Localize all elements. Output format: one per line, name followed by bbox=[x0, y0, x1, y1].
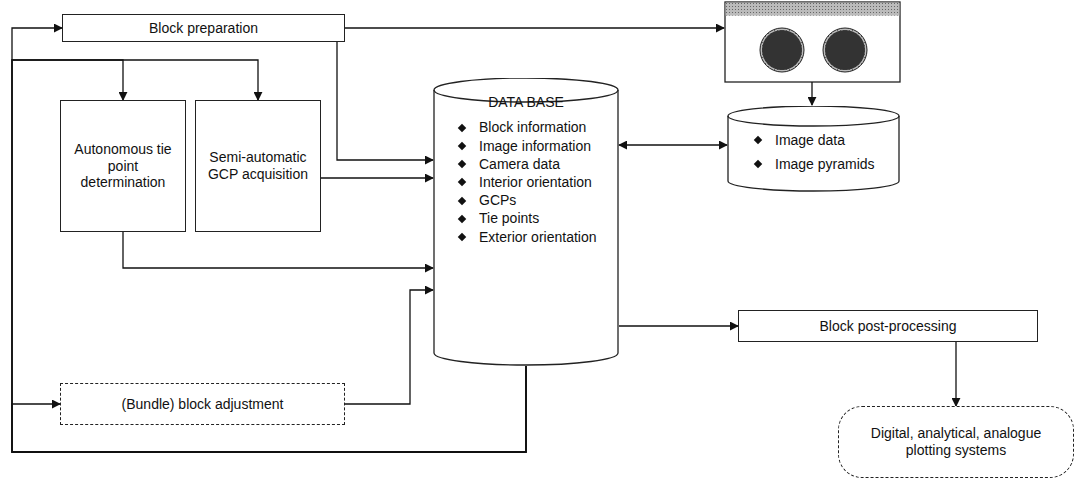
box-label: Block post-processing bbox=[820, 318, 957, 335]
box-label: Autonomous tie point determination bbox=[69, 141, 177, 191]
flow-connector bbox=[619, 325, 738, 326]
bullet-diamond bbox=[458, 178, 466, 186]
flow-connector bbox=[337, 42, 433, 160]
flow-connector bbox=[345, 290, 433, 404]
box-label: Digital, analytical, analogue plotting s… bbox=[847, 425, 1065, 459]
bullet-diamond bbox=[754, 136, 762, 144]
image-illustration bbox=[725, 2, 900, 82]
optional-process-box: (Bundle) block adjustment bbox=[60, 383, 345, 425]
item-text: Block information bbox=[479, 119, 586, 136]
item-text: Image data bbox=[775, 132, 845, 149]
process-box: Semi-automatic GCP acquisition bbox=[195, 100, 321, 232]
box-label: Semi-automatic GCP acquisition bbox=[204, 149, 312, 183]
list-item: Image data bbox=[755, 128, 892, 152]
box-label: Block preparation bbox=[149, 20, 258, 37]
item-text: Image pyramids bbox=[775, 156, 875, 173]
flow-connector bbox=[619, 144, 727, 145]
process-box: Autonomous tie point determination bbox=[60, 100, 186, 232]
bullet-diamond bbox=[458, 196, 466, 204]
bullet-diamond bbox=[458, 142, 466, 150]
bullet-diamond bbox=[458, 124, 466, 132]
process-box: Block post-processing bbox=[738, 310, 1038, 342]
list-item: Exterior orientation bbox=[459, 228, 611, 246]
item-text: Image information bbox=[479, 138, 591, 155]
bullet-diamond bbox=[458, 233, 466, 241]
item-text: GCPs bbox=[479, 192, 516, 209]
list-item: Tie points bbox=[459, 210, 611, 228]
cylinder-outline bbox=[727, 106, 900, 192]
storage-cylinder: Image dataImage pyramids bbox=[727, 106, 900, 192]
process-box: Block preparation bbox=[62, 14, 345, 42]
bullet-diamond bbox=[754, 160, 762, 168]
flow-connector bbox=[12, 366, 526, 452]
item-text: Interior orientation bbox=[479, 174, 592, 191]
list-item: Image information bbox=[459, 137, 611, 155]
list-item: Interior orientation bbox=[459, 173, 611, 191]
flow-line bbox=[811, 82, 812, 105]
list-item: Image pyramids bbox=[755, 152, 892, 176]
box-label: (Bundle) block adjustment bbox=[122, 396, 284, 413]
flow-line bbox=[345, 27, 724, 28]
list-item: Block information bbox=[459, 119, 611, 137]
flow-connector bbox=[123, 232, 433, 268]
list-item: GCPs bbox=[459, 192, 611, 210]
database-title: DATA BASE bbox=[441, 94, 611, 111]
output-box: Digital, analytical, analogue plotting s… bbox=[838, 406, 1074, 478]
database-cylinder: DATA BASE Block informationImage informat… bbox=[433, 78, 619, 366]
item-text: Tie points bbox=[479, 210, 539, 227]
bullet-diamond bbox=[458, 160, 466, 168]
flow-connector bbox=[955, 342, 956, 406]
list-item: Camera data bbox=[459, 155, 611, 173]
flow-connector bbox=[321, 177, 433, 178]
bullet-diamond bbox=[458, 215, 466, 223]
item-text: Exterior orientation bbox=[479, 229, 597, 246]
item-text: Camera data bbox=[479, 156, 560, 173]
